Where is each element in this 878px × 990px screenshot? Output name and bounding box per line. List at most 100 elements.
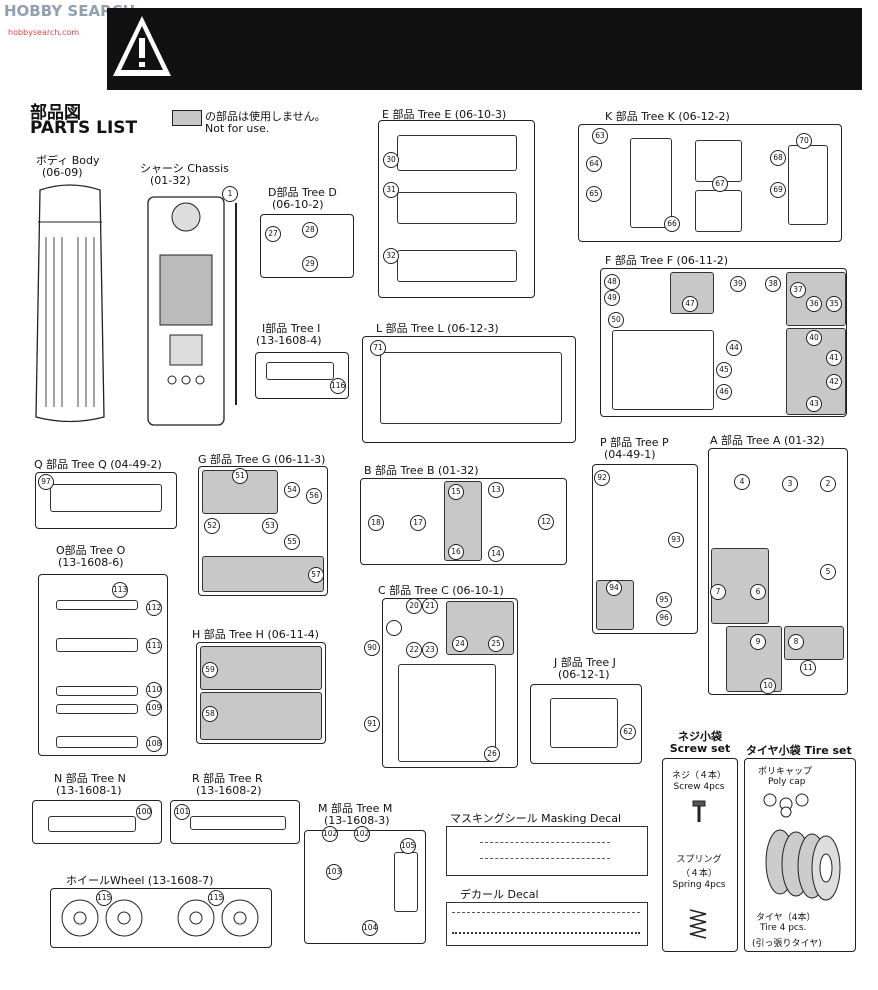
part-number-104: 104 [362,920,378,936]
tree-a-label: A 部品 Tree A (01-32) [710,434,825,447]
parts-list-title-en: PARTS LIST [30,118,138,138]
tire-label-jp: タイヤ（4本） [756,913,816,923]
part-number-11: 11 [800,660,816,676]
masking-decal-lines [480,842,610,843]
chassis-label: シャーシ Chassis [140,162,229,175]
tree-h-label: H 部品 Tree H (06-11-4) [192,628,319,641]
part-number-96: 96 [656,610,672,626]
part-number-20: 20 [406,598,422,614]
part-number-68: 68 [770,150,786,166]
tree-p-label: P 部品 Tree P [600,436,669,449]
tree-h-unused-58 [200,692,322,740]
part-number-44: 44 [726,340,742,356]
part-number-36: 36 [806,296,822,312]
part-number-93: 93 [668,532,684,548]
part-number-115-a: 115 [96,890,112,906]
tree-r-code: (13-1608-2) [196,784,262,797]
tree-m-label: M 部品 Tree M [318,802,393,815]
part-number-69: 69 [770,182,786,198]
part-number-102: 102 [322,826,338,842]
part-number-105: 105 [400,838,416,854]
part-number-16: 16 [448,544,464,560]
decal-sheet [446,902,648,946]
part-number-9: 9 [750,634,766,650]
part-number-31: 31 [383,182,399,198]
part-number-28: 28 [302,222,318,238]
rear-seat-part-62 [550,698,618,748]
header-line-3: Please confirm the product contents with… [188,68,671,82]
polycap-icon [763,793,809,818]
part-number-110: 110 [146,682,162,698]
tree-g-unused-57 [202,556,324,592]
part-number-108: 108 [146,736,162,752]
part-number-30: 30 [383,152,399,168]
part-number-19 [386,620,402,636]
part-number-42: 42 [826,374,842,390]
wheel-rims [61,899,259,937]
part-number-3: 3 [782,476,798,492]
part-number-57: 57 [308,567,324,583]
tree-g-label: G 部品 Tree G (06-11-3) [198,453,326,466]
part-number-92: 92 [594,470,610,486]
screw-set-title-jp: ネジ小袋 [678,730,722,743]
chassis-part [147,196,237,426]
tree-f-unused-47 [670,272,714,314]
part-number-100: 100 [136,804,152,820]
decal-lines [452,912,640,913]
roof-part-26 [398,664,496,762]
tree-r-label: R 部品 Tree R [192,772,263,785]
tree-o-label: O部品 Tree O [56,544,126,557]
part-number-111: 111 [146,638,162,654]
tree-f-label: F 部品 Tree F (06-11-2) [605,254,729,267]
tree-d-label: D部品 Tree D [268,186,337,199]
part-number-2: 2 [820,476,836,492]
bar-part-113 [56,600,138,610]
masking-decal-label: マスキングシール Masking Decal [450,812,622,825]
tree-a-unused-8 [784,626,844,660]
body-code: (06-09) [42,166,83,179]
tree-k-label: K 部品 Tree K (06-12-2) [605,110,730,123]
tree-l-label: L 部品 Tree L (06-12-3) [376,322,499,335]
masking-decal-sheet [446,826,648,876]
part-number-45: 45 [716,362,732,378]
part-number-24: 24 [452,636,468,652]
grille-part-116 [266,362,334,380]
part-number-26: 26 [484,746,500,762]
legend-jp: の部品は使用しません。 [205,110,326,123]
header-line-2: 万一、欠品や不良品がありましたら当社サービスセンターまでご連絡下さい。 [188,46,871,68]
tree-n-code: (13-1608-1) [56,784,122,797]
part-number-54: 54 [284,482,300,498]
tire-note: (引っ張りタイヤ) [752,939,822,949]
part-number-4: 4 [734,474,750,490]
interior-floor-part-71 [380,352,562,424]
bar-part-111 [56,638,138,652]
bar-part-108 [56,736,138,748]
part-number-18: 18 [368,515,384,531]
spring-label-jp: スプリング [676,855,722,865]
part-number-94: 94 [606,580,622,596]
part-number-58: 58 [202,706,218,722]
part-number-53: 53 [262,518,278,534]
part-number-102b: 102 [354,826,370,842]
part-number-25: 25 [488,636,504,652]
legend-en: Not for use. [205,122,270,135]
part-number-1: 1 [222,186,238,202]
watermark-site: hobbysearch.com [8,28,80,37]
part-number-7: 7 [710,584,726,600]
screw-label-jp: ネジ（４本） [671,771,726,781]
tree-b-label: B 部品 Tree B (01-32) [364,464,479,477]
part-number-71: 71 [370,340,386,356]
seat-part-67-a [695,140,742,182]
part-number-12: 12 [538,514,554,530]
part-number-113: 113 [112,582,128,598]
masking-decal-lines-2 [480,858,610,859]
part-number-91: 91 [364,716,380,732]
part-number-41: 41 [826,350,842,366]
part-number-66: 66 [664,216,680,232]
spring-icon [689,909,707,939]
part-number-49: 49 [604,290,620,306]
part-number-17: 17 [410,515,426,531]
part-number-65: 65 [586,186,602,202]
tire-icon [765,829,841,901]
tire-label-en: Tire 4 pcs. [760,923,807,933]
